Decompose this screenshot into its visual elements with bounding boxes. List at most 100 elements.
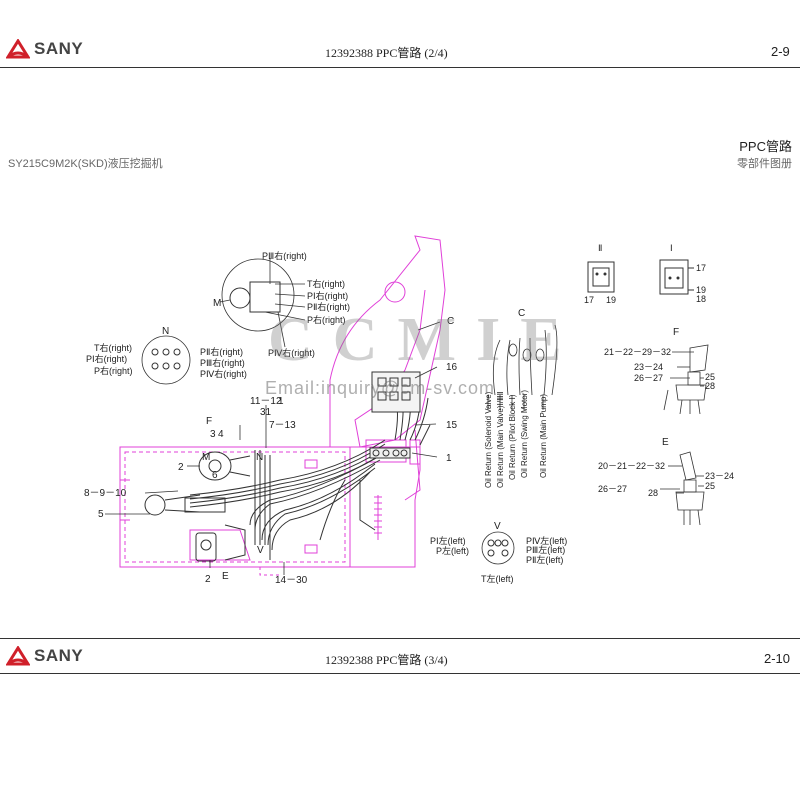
- view-V-bottom: T左(left): [481, 573, 514, 584]
- callout-5: 5: [98, 509, 104, 520]
- callout-leaders: [105, 321, 441, 575]
- view-M-label-3: PⅡ右(right): [307, 301, 350, 312]
- callout-6: 6: [212, 470, 218, 481]
- view-E-part-3: 26－27: [598, 484, 627, 494]
- view-II-part-0: 17: [584, 295, 594, 305]
- callout-1b: 1: [278, 396, 284, 407]
- view-I-detail: Ⅰ 17 19 18: [659, 243, 706, 304]
- view-I-part-2: 18: [696, 294, 706, 304]
- view-N-letter: N: [162, 326, 169, 337]
- view-E-part-1: 23－24: [705, 471, 734, 481]
- sany-logo-bottom: SANY: [6, 646, 83, 666]
- hydraulic-hoses: [189, 397, 431, 560]
- section-subtitle: 零部件图册: [737, 158, 792, 170]
- machine-model: SY215C9M2K(SKD)液压挖掘机: [8, 158, 163, 170]
- callout-E: E: [222, 571, 229, 582]
- separator-rule: [0, 638, 800, 639]
- view-C-letter: C: [518, 308, 525, 319]
- view-E-part-0: 20－21－22－32: [598, 461, 665, 471]
- callout-3: 3: [210, 429, 216, 440]
- header-rule: [0, 67, 800, 68]
- view-M-label-1: T右(right): [307, 278, 345, 289]
- view-N-right-1: PⅢ右(right): [200, 357, 245, 368]
- page-number-top: 2-9: [771, 44, 790, 59]
- view-E-joystick: E 20－21－22－32 23－24 25 26－27 28: [598, 437, 734, 526]
- view-V-letter: V: [494, 521, 501, 532]
- oil-return-3: Oil Return (Swing Motor): [520, 390, 529, 478]
- sany-logo-top: SANY: [6, 39, 83, 59]
- sany-emblem-icon: [6, 646, 30, 666]
- view-N-left-1: PⅠ右(right): [86, 353, 127, 364]
- view-F-joystick: F 21－22－29－32 23－24 26－27 25 28: [604, 327, 715, 415]
- view-N-left-0: T右(right): [94, 342, 132, 353]
- view-M-detail: M PⅢ右(right) T右(right) PⅠ右(right) PⅡ右(ri…: [213, 250, 350, 358]
- view-V-right-1: PⅢ左(left): [526, 544, 565, 555]
- callout-16: 16: [446, 362, 458, 373]
- view-II-detail: Ⅱ 17 19: [584, 243, 616, 305]
- left-console-lever: [144, 494, 226, 516]
- oil-return-2: Oil Return (Pilot Block Ⅰ): [508, 394, 517, 480]
- brand-name-bottom: SANY: [34, 646, 84, 665]
- page-number-bottom: 2-10: [764, 651, 791, 666]
- view-N-right-0: PⅡ右(right): [200, 346, 243, 357]
- oil-return-0: Oil Return (Solenoid Valve): [484, 391, 493, 488]
- view-F-part-2: 26－27: [634, 373, 663, 383]
- view-F-part-1: 23－24: [634, 362, 663, 372]
- view-F-letter: F: [673, 327, 679, 338]
- view-F-part-4: 28: [705, 381, 715, 391]
- view-V-left-0: PⅠ左(left): [430, 535, 466, 546]
- oil-return-1: Oil Return (Main Valve)Ⅰ/ⅢⅡ: [496, 391, 505, 488]
- section-title: PPC管路: [739, 139, 792, 154]
- view-M-label-2: PⅠ右(right): [307, 290, 348, 301]
- view-M-label-0: PⅢ右(right): [262, 250, 307, 261]
- callout-V: V: [257, 545, 264, 556]
- view-N-detail: N T右(right) PⅠ右(right) P右(right) PⅡ右(rig…: [86, 326, 247, 385]
- page-title-bottom: 12392388 PPC管路 (3/4): [325, 653, 448, 667]
- callout-8-9-10: 8－9－10: [84, 488, 127, 499]
- sany-emblem-icon: [6, 39, 30, 59]
- view-V-left-1: P左(left): [436, 545, 469, 556]
- callout-4: 4: [218, 429, 224, 440]
- callout-11-12: 11－12: [250, 396, 282, 407]
- view-C-detail: C Oil Return (Solenoid Valve) Oil Return…: [484, 308, 558, 488]
- view-M-label-5: PⅣ右(right): [268, 347, 315, 358]
- callout-7-13: 7－13: [269, 420, 296, 431]
- view-N-right-2: PⅣ右(right): [200, 368, 247, 379]
- view-II-numeral: Ⅱ: [598, 243, 602, 253]
- hose-clamp-comb: [374, 495, 382, 540]
- callout-2b: 2: [205, 574, 211, 585]
- connector-block: [369, 447, 411, 459]
- pilot-valve-block: [371, 371, 421, 413]
- view-V-right-0: PⅣ左(left): [526, 535, 567, 546]
- view-F-part-0: 21－22－29－32: [604, 347, 671, 357]
- callout-main-C: C: [447, 316, 454, 327]
- machine-frame-outline: [119, 235, 446, 576]
- callout-31: 31: [260, 407, 272, 418]
- callout-M: M: [202, 452, 210, 463]
- left-joystick: [195, 524, 246, 562]
- callout-15: 15: [446, 420, 458, 431]
- view-V-detail: V PⅠ左(left) P左(left) PⅣ左(left) PⅢ左(left)…: [430, 521, 567, 584]
- view-M-label-4: P右(right): [307, 314, 346, 325]
- view-E-part-2: 25: [705, 481, 715, 491]
- view-V-right-2: PⅡ左(left): [526, 554, 563, 565]
- callout-1: 1: [446, 453, 452, 464]
- watermark-email: Email:inquiry@cm-sv.com: [265, 378, 495, 398]
- page-title-top: 12392388 PPC管路 (2/4): [325, 46, 448, 60]
- view-F-part-3: 25: [705, 372, 715, 382]
- view-E-part-4: 28: [648, 488, 658, 498]
- view-II-part-1: 19: [606, 295, 616, 305]
- view-I-part-0: 17: [696, 263, 706, 273]
- view-E-letter: E: [662, 437, 669, 448]
- view-N-left-2: P右(right): [94, 365, 133, 376]
- watermark-logo: CCMIE: [268, 306, 582, 374]
- callout-2: 2: [178, 462, 184, 473]
- callout-N: N: [256, 452, 263, 463]
- callout-F: F: [206, 416, 212, 427]
- view-I-numeral: Ⅰ: [670, 243, 673, 253]
- main-callouts: C 16 15 1 11－12 1 31 7－13 F 3 4 M 2 N 6 …: [84, 316, 458, 586]
- view-I-part-1: 19: [696, 285, 706, 295]
- brand-name: SANY: [34, 39, 84, 58]
- callout-14-30: 14－30: [275, 575, 308, 586]
